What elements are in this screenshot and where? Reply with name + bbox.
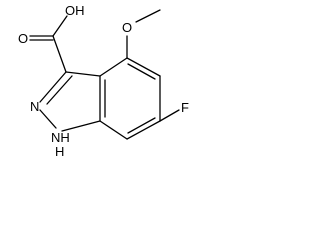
carboxyl-oh-label: OH	[65, 3, 85, 18]
bond-n2-n1	[39, 109, 57, 129]
bond-c3-n2-b	[46, 75, 73, 105]
bond-c3-n2-a	[39, 71, 67, 103]
bond-c3a-c4	[99, 57, 128, 77]
ring-nh-h-label: H	[55, 144, 64, 158]
ring-n-label: N	[30, 99, 39, 114]
bond-c6-c7	[126, 120, 161, 140]
bond-o-ch3	[135, 9, 161, 23]
bond-c3-cooh	[52, 35, 67, 73]
fluorine-label: F	[181, 100, 189, 115]
ring-nh-label: NH	[51, 130, 70, 145]
bond-c4-c5	[126, 57, 161, 77]
bond-c4-c5-inner	[127, 63, 156, 80]
bond-c7-c7a	[99, 120, 128, 140]
bond-n1-c7a	[61, 120, 101, 132]
bond-c6-f	[159, 109, 180, 122]
bond-c6-c7-inner	[127, 117, 156, 134]
bond-c3-c3a	[65, 71, 101, 77]
bond-c-oh	[52, 15, 68, 37]
molecule-structure: OH O O N NH H F	[18, 3, 189, 158]
methoxy-o-label: O	[122, 20, 132, 35]
carboxyl-o-label: O	[18, 31, 28, 46]
